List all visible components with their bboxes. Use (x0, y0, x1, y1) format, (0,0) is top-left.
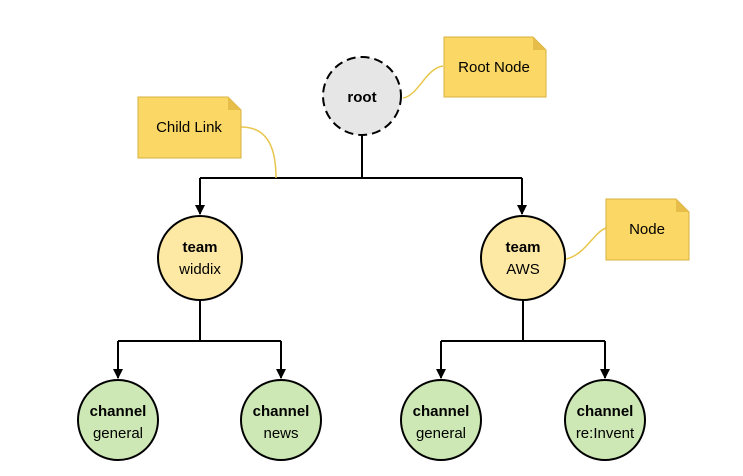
root-node: root (322, 56, 402, 136)
note-node-label: Node (629, 221, 665, 238)
note-root-node-body (443, 36, 547, 98)
team-node-circle (157, 215, 243, 301)
team-node-circle (480, 215, 566, 301)
note-child-link: Child Link (137, 96, 242, 159)
team-node-type: team (182, 239, 217, 256)
channel-node-circle (564, 379, 646, 461)
root-node-leader (402, 65, 444, 99)
channel-node-circle (240, 379, 322, 461)
channel-node-name: general (416, 425, 466, 442)
root-connectors (195, 134, 527, 215)
aws-connectors (436, 301, 610, 379)
channel-node-general-widdix: channel general (77, 379, 159, 461)
channel-node-general-aws: channel general (400, 379, 482, 461)
team-node-type: team (505, 239, 540, 256)
team-node-aws: team AWS (480, 215, 566, 301)
channel-node-name: re:Invent (576, 425, 635, 442)
root-node-label: root (347, 89, 376, 106)
channel-node-name: general (93, 425, 143, 442)
channel-node-type: channel (253, 403, 310, 420)
note-root-node-label: Root Node (458, 59, 530, 76)
note-node-body (605, 198, 690, 261)
channel-node-name: news (263, 425, 298, 442)
note-child-link-body (137, 96, 242, 159)
channel-node-circle (400, 379, 482, 461)
channel-node-type: channel (90, 403, 147, 420)
team-node-widdix: team widdix (157, 215, 243, 301)
note-root-node: Root Node (443, 36, 547, 98)
child-link-leader (240, 126, 277, 179)
widdix-connectors (113, 301, 286, 379)
team-node-name: widdix (178, 261, 221, 278)
channel-node-news: channel news (240, 379, 322, 461)
note-root-node-fold (533, 37, 546, 50)
root-node-circle (322, 56, 402, 136)
node-leader (565, 227, 607, 260)
note-child-link-label: Child Link (156, 119, 222, 136)
channel-node-circle (77, 379, 159, 461)
channel-node-reinvent: channel re:Invent (564, 379, 646, 461)
note-node: Node (605, 198, 690, 261)
channel-node-type: channel (413, 403, 470, 420)
annotation-leaders (240, 65, 607, 260)
team-node-name: AWS (506, 261, 540, 278)
note-node-fold (676, 199, 689, 212)
channel-node-type: channel (577, 403, 634, 420)
note-child-link-fold (228, 97, 241, 110)
